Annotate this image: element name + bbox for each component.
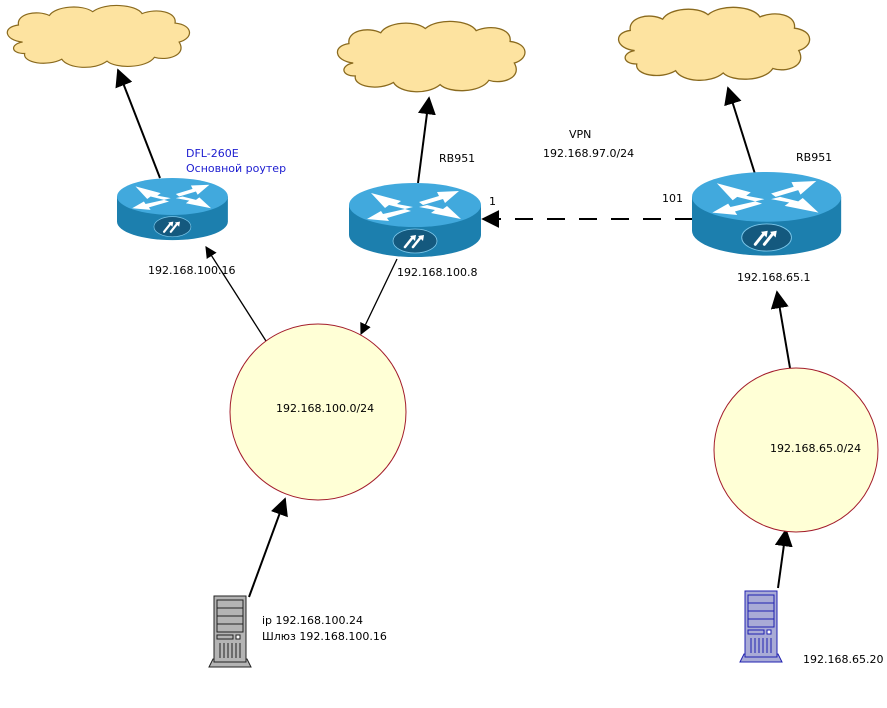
server-icon[interactable] [208,595,252,668]
router-rb951-right-name-label: RB951 [796,151,833,164]
vpn-port-right-label: 101 [662,192,683,205]
link-dfl-to-cloud [115,68,161,179]
router-rb951-left-ip-label: 192.168.100.8 [397,266,478,279]
network-100-label: 192.168.100.0/24 [276,402,375,415]
cloud-right [617,6,811,81]
link-net100-to-dfl [205,246,267,342]
link-server-right-to-net65 [774,528,793,589]
router-icon[interactable] [692,172,842,256]
router-dfl-ip-label: 192.168.100.16 [148,264,236,277]
router-icon[interactable] [117,178,228,241]
router-dfl-role-label: Основной роутер [186,162,287,175]
network-circle-65 [713,367,879,533]
server-right-ip-label: 192.168.65.20 [803,653,884,666]
router-rb951-left-name-label: RB951 [439,152,476,165]
network-65-label: 192.168.65.0/24 [770,442,862,455]
server-left-gateway-label: Шлюз 192.168.100.16 [262,630,387,643]
cloud-left [6,4,191,68]
vpn-title-label: VPN [569,128,592,141]
server-icon[interactable] [739,590,783,663]
link-net65-to-rb951-right [770,290,791,369]
link-server-left-to-net100 [248,497,288,598]
server-left-ip-label: ip 192.168.100.24 [262,614,364,627]
link-rb951-left-to-net100 [360,258,398,336]
link-rb951-right-to-cloud [724,86,756,175]
router-icon[interactable] [349,183,481,257]
cloud-center [336,20,526,93]
router-rb951-right-ip-label: 192.168.65.1 [737,271,811,284]
router-dfl-name-label: DFL-260E [186,147,239,160]
vpn-port-left-label: 1 [489,195,496,208]
network-circle-100 [229,323,407,501]
link-rb951-left-to-cloud [417,96,436,184]
vpn-subnet-label: 192.168.97.0/24 [543,147,635,160]
